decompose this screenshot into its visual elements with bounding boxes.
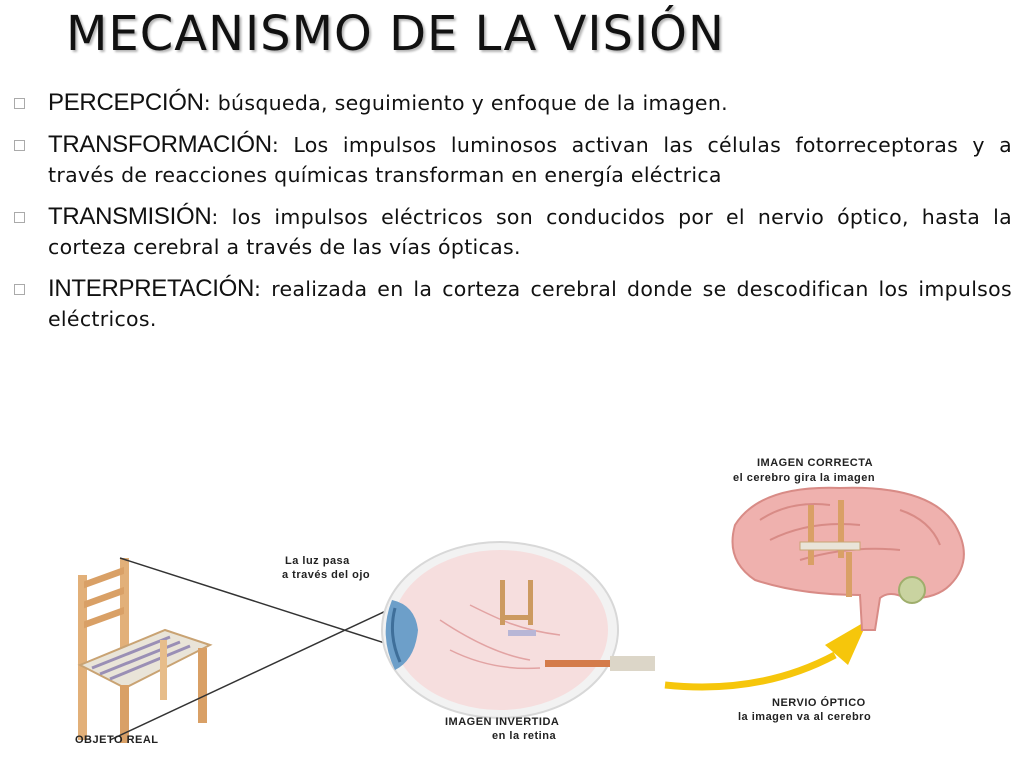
label-light-sub: a través del ojo [282, 569, 370, 581]
bullet-separator: : [203, 91, 211, 115]
bullet-separator: : [211, 205, 219, 229]
bullet-term: TRANSMISIÓN [48, 203, 212, 230]
bullet-list: PERCEPCIÓN: búsqueda, seguimiento y enfo… [14, 88, 1012, 346]
bullet-term: INTERPRETACIÓN [48, 275, 255, 302]
bullet-interpretacion: INTERPRETACIÓN: realizada en la corteza … [14, 274, 1012, 334]
label-nerve: NERVIO ÓPTICO [772, 696, 866, 709]
bullet-percepcion: PERCEPCIÓN: búsqueda, seguimiento y enfo… [14, 88, 1012, 118]
brain-illustration [731, 486, 965, 631]
bullet-term: PERCEPCIÓN [48, 89, 204, 116]
chair-illustration [77, 558, 213, 743]
bullet-transformacion: TRANSFORMACIÓN: Los impulsos luminosos a… [14, 130, 1012, 190]
bullet-square-icon [14, 140, 25, 151]
bullet-text: Los impulsos luminosos activan las célul… [48, 133, 1012, 187]
bullet-term: TRANSFORMACIÓN [48, 131, 272, 158]
arrow-head-icon [825, 620, 868, 665]
label-correct-sub: el cerebro gira la imagen [733, 472, 875, 484]
bullet-square-icon [14, 284, 25, 295]
slide-title: MECANISMO DE LA VISIÓN [66, 6, 725, 62]
label-nerve-sub: la imagen va al cerebro [738, 711, 871, 723]
bullet-text: realizada en la corteza cerebral donde s… [48, 277, 1012, 331]
bullet-square-icon [14, 98, 25, 109]
label-correct: IMAGEN CORRECTA [757, 457, 873, 469]
arrow-icon [664, 651, 837, 691]
label-light: La luz pasa [285, 555, 350, 567]
bullet-separator: : [271, 133, 280, 157]
vision-diagram: La luz pasa a través del ojo OBJETO REAL… [75, 457, 965, 746]
label-inverted: IMAGEN INVERTIDA [445, 716, 559, 728]
bullet-text: los impulsos eléctricos son conducidos p… [48, 205, 1012, 259]
bullet-square-icon [14, 212, 25, 223]
label-object: OBJETO REAL [75, 734, 159, 746]
light-ray-line [109, 594, 421, 741]
bullet-text: búsqueda, seguimiento y enfoque de la im… [210, 91, 728, 115]
label-inverted-sub: en la retina [492, 730, 556, 742]
bullet-transmision: TRANSMISIÓN: los impulsos eléctricos son… [14, 202, 1012, 262]
bullet-separator: : [254, 277, 262, 301]
eye-illustration [381, 541, 655, 719]
